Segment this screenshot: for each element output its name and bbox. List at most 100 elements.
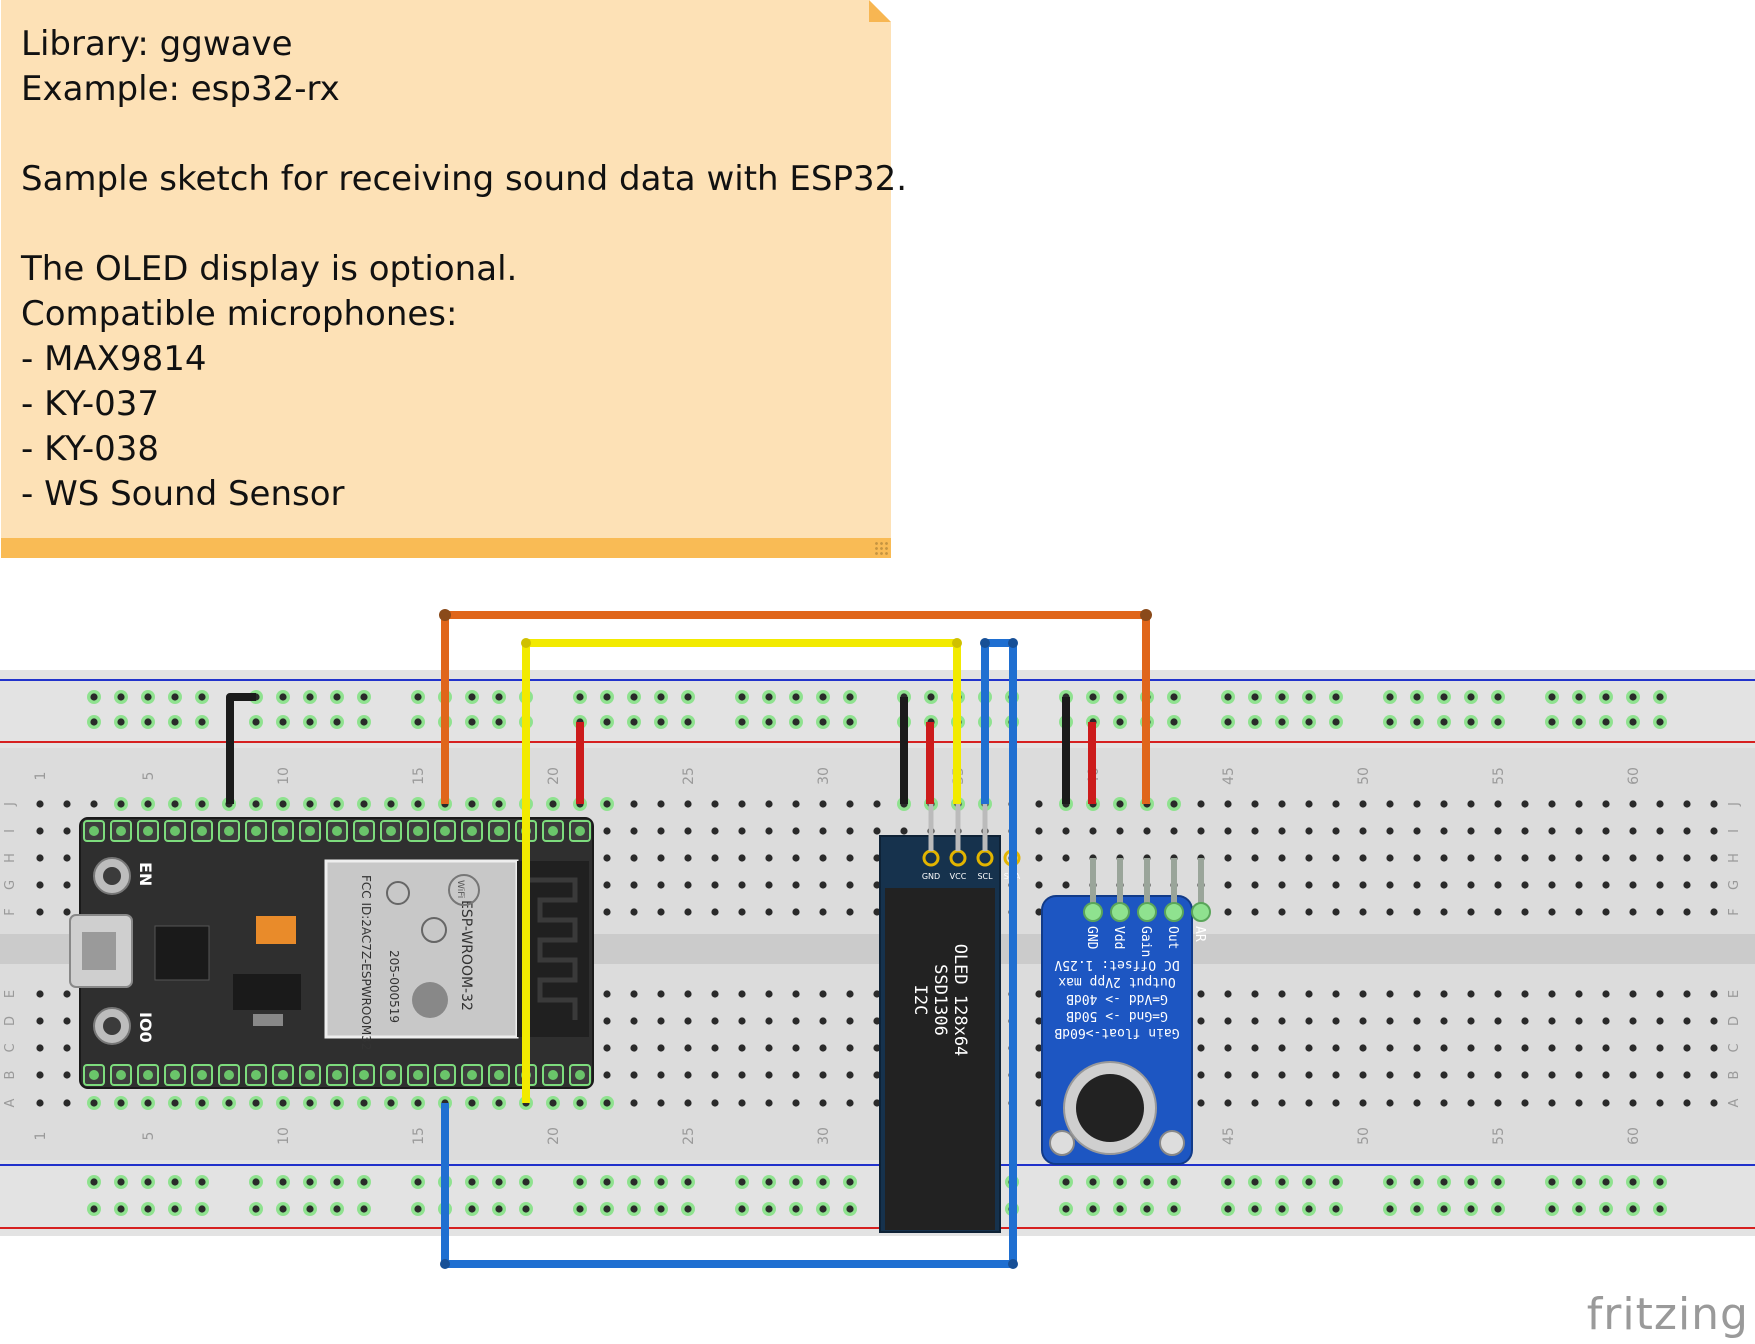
breadboard-hole[interactable] [1332,990,1340,998]
breadboard-hole[interactable] [1413,854,1421,862]
breadboard-hole[interactable] [1278,1071,1286,1079]
breadboard-hole[interactable] [63,827,71,835]
breadboard-hole[interactable] [1413,990,1421,998]
rail-hole[interactable] [1224,718,1232,726]
breadboard-hole[interactable] [711,990,719,998]
breadboard-hole[interactable] [1521,1017,1529,1025]
breadboard-hole[interactable] [1035,1044,1043,1052]
breadboard-hole[interactable] [1305,827,1313,835]
breadboard-hole[interactable] [1575,1071,1583,1079]
breadboard-hole[interactable] [657,1071,665,1079]
rail-hole[interactable] [279,693,287,701]
breadboard-hole[interactable] [1278,1017,1286,1025]
breadboard-hole[interactable] [63,800,71,808]
breadboard-hole[interactable] [1440,881,1448,889]
breadboard-hole[interactable] [1629,1044,1637,1052]
rail-hole[interactable] [522,1178,530,1186]
rail-hole[interactable] [279,1205,287,1213]
breadboard-hole[interactable] [1548,827,1556,835]
breadboard-hole[interactable] [1305,1071,1313,1079]
breadboard-hole[interactable] [1386,881,1394,889]
breadboard-hole[interactable] [1224,1099,1232,1107]
breadboard-hole[interactable] [1143,827,1151,835]
rail-hole[interactable] [1251,718,1259,726]
rail-hole[interactable] [630,693,638,701]
rail-hole[interactable] [1224,1205,1232,1213]
breadboard-hole[interactable] [873,1099,881,1107]
breadboard-hole[interactable] [36,854,44,862]
breadboard-hole[interactable] [792,854,800,862]
breadboard-hole[interactable] [792,908,800,916]
breadboard-hole[interactable] [873,990,881,998]
breadboard-hole[interactable] [549,800,557,808]
rail-hole[interactable] [1548,693,1556,701]
rail-hole[interactable] [1656,1205,1664,1213]
breadboard-hole[interactable] [1305,854,1313,862]
breadboard-hole[interactable] [1629,854,1637,862]
breadboard-hole[interactable] [1278,1044,1286,1052]
breadboard-hole[interactable] [360,800,368,808]
breadboard-hole[interactable] [1440,1044,1448,1052]
breadboard-hole[interactable] [1629,990,1637,998]
breadboard-hole[interactable] [252,1099,260,1107]
breadboard-hole[interactable] [387,800,395,808]
rail-hole[interactable] [1278,1205,1286,1213]
rail-hole[interactable] [414,718,422,726]
breadboard-hole[interactable] [1710,990,1718,998]
rail-hole[interactable] [1656,718,1664,726]
breadboard-hole[interactable] [1494,1071,1502,1079]
rail-hole[interactable] [468,693,476,701]
breadboard-hole[interactable] [63,908,71,916]
breadboard-hole[interactable] [1035,800,1043,808]
breadboard-hole[interactable] [1629,908,1637,916]
breadboard-hole[interactable] [144,1099,152,1107]
breadboard-hole[interactable] [630,1044,638,1052]
breadboard-hole[interactable] [1197,990,1205,998]
breadboard-hole[interactable] [495,1099,503,1107]
breadboard-hole[interactable] [1062,854,1070,862]
breadboard-hole[interactable] [765,827,773,835]
breadboard-hole[interactable] [1197,800,1205,808]
breadboard-hole[interactable] [1467,1071,1475,1079]
rail-hole[interactable] [1332,718,1340,726]
rail-hole[interactable] [576,1205,584,1213]
breadboard-hole[interactable] [684,908,692,916]
breadboard-hole[interactable] [36,881,44,889]
breadboard-hole[interactable] [1548,1071,1556,1079]
rail-hole[interactable] [792,693,800,701]
breadboard-hole[interactable] [738,1017,746,1025]
breadboard-hole[interactable] [1359,1044,1367,1052]
breadboard-hole[interactable] [738,1044,746,1052]
breadboard-hole[interactable] [1656,908,1664,916]
breadboard-hole[interactable] [1602,1017,1610,1025]
rail-hole[interactable] [198,1178,206,1186]
rail-hole[interactable] [846,693,854,701]
breadboard-hole[interactable] [1035,990,1043,998]
breadboard-hole[interactable] [1062,881,1070,889]
breadboard-hole[interactable] [1359,1017,1367,1025]
breadboard-hole[interactable] [765,908,773,916]
breadboard-hole[interactable] [792,800,800,808]
breadboard-hole[interactable] [846,1071,854,1079]
breadboard-hole[interactable] [1278,1099,1286,1107]
breadboard-hole[interactable] [657,1099,665,1107]
breadboard-hole[interactable] [279,800,287,808]
rail-hole[interactable] [1440,1205,1448,1213]
breadboard-hole[interactable] [1548,881,1556,889]
breadboard-hole[interactable] [414,800,422,808]
rail-hole[interactable] [684,718,692,726]
breadboard-hole[interactable] [306,1099,314,1107]
breadboard-hole[interactable] [765,990,773,998]
breadboard-hole[interactable] [1494,990,1502,998]
breadboard-hole[interactable] [1035,908,1043,916]
breadboard-hole[interactable] [1548,854,1556,862]
breadboard-hole[interactable] [738,1071,746,1079]
breadboard-hole[interactable] [873,827,881,835]
breadboard-hole[interactable] [711,1099,719,1107]
breadboard-hole[interactable] [765,1044,773,1052]
rail-hole[interactable] [738,1205,746,1213]
breadboard-hole[interactable] [873,908,881,916]
rail-hole[interactable] [414,1205,422,1213]
breadboard-hole[interactable] [900,827,908,835]
breadboard-hole[interactable] [819,1099,827,1107]
